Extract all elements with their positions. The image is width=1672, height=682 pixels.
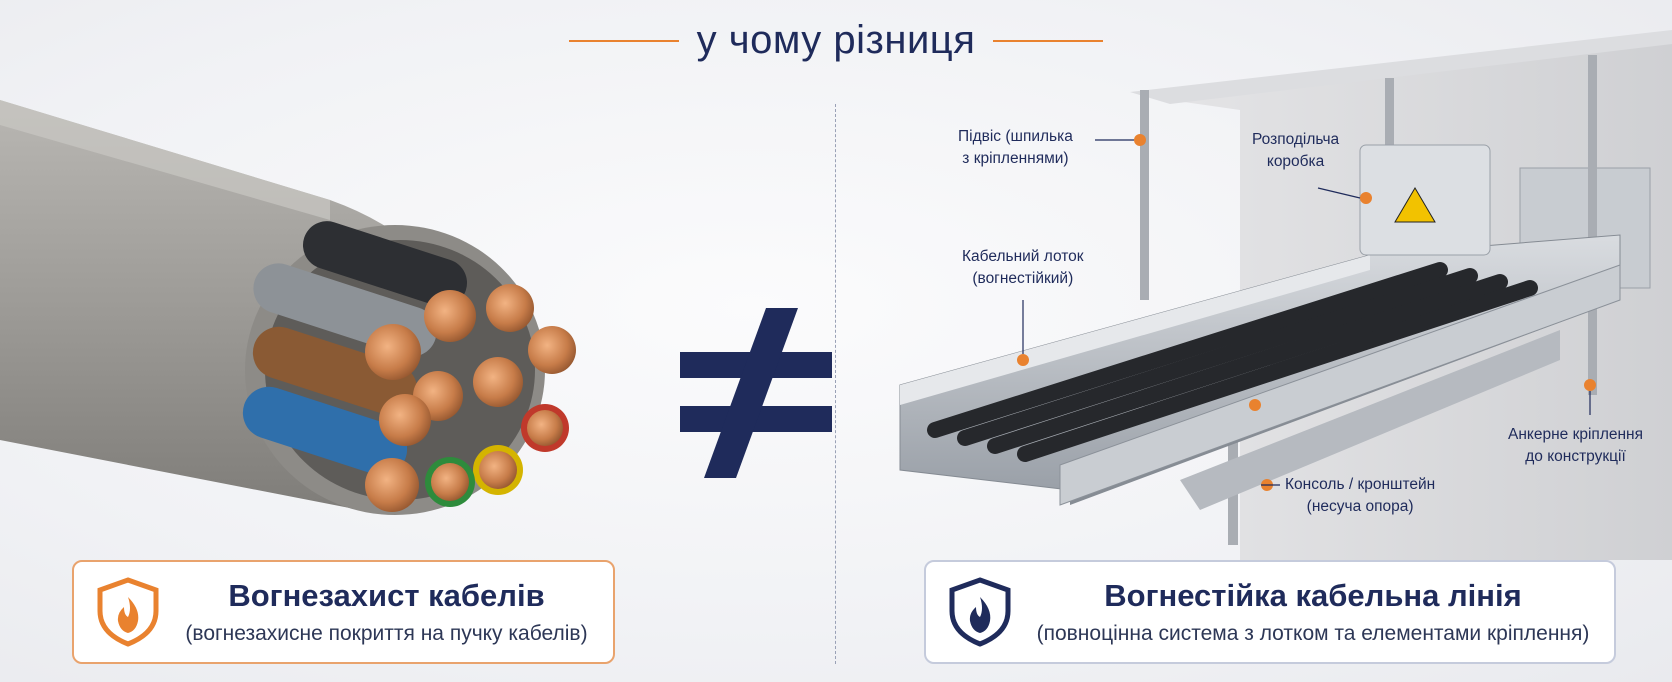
fire-resistant-line-card: Вогнестійка кабельна лінія (повноцінна с… (924, 560, 1616, 664)
callout-hanger: Підвіс (шпилька з кріпленнями) (958, 128, 1073, 167)
fire-protection-card: Вогнезахист кабелів (вогнезахисне покрит… (72, 560, 615, 664)
fire-resistant-line-card-texts: Вогнестійка кабельна лінія (повноцінна с… (1012, 578, 1614, 646)
callout-bracket: Консоль / кронштейн (несуча опора) (1285, 476, 1436, 515)
callout-cable-tray: Кабельний лоток (вогнестійкий) (962, 248, 1084, 287)
flame-shield-icon (949, 577, 1011, 647)
title-bar: у чому різниця (0, 18, 1672, 63)
not-equal-icon (680, 308, 832, 478)
flame-shield-icon (97, 577, 159, 647)
callout-anchor: Анкерне кріплення до конструкції (1508, 426, 1643, 465)
fire-protection-heading: Вогнезахист кабелів (228, 578, 545, 613)
callout-junction-box: Розподільча коробка (1252, 131, 1340, 170)
title-right-rule (993, 39, 1104, 42)
fire-resistant-line-subheading: (повноцінна система з лотком та елемента… (1036, 622, 1590, 645)
fire-resistant-line-heading: Вогнестійка кабельна лінія (1104, 578, 1522, 613)
page-title: у чому різниця (696, 18, 976, 62)
title-left-rule (568, 39, 679, 42)
center-divider (835, 104, 836, 664)
fire-protection-card-texts: Вогнезахист кабелів (вогнезахисне покрит… (160, 578, 613, 646)
cable-bundle-illustration (0, 100, 576, 515)
cable-tray-illustration (899, 30, 1672, 560)
fire-protection-subheading: (вогнезахисне покриття на пучку кабелів) (185, 622, 588, 645)
